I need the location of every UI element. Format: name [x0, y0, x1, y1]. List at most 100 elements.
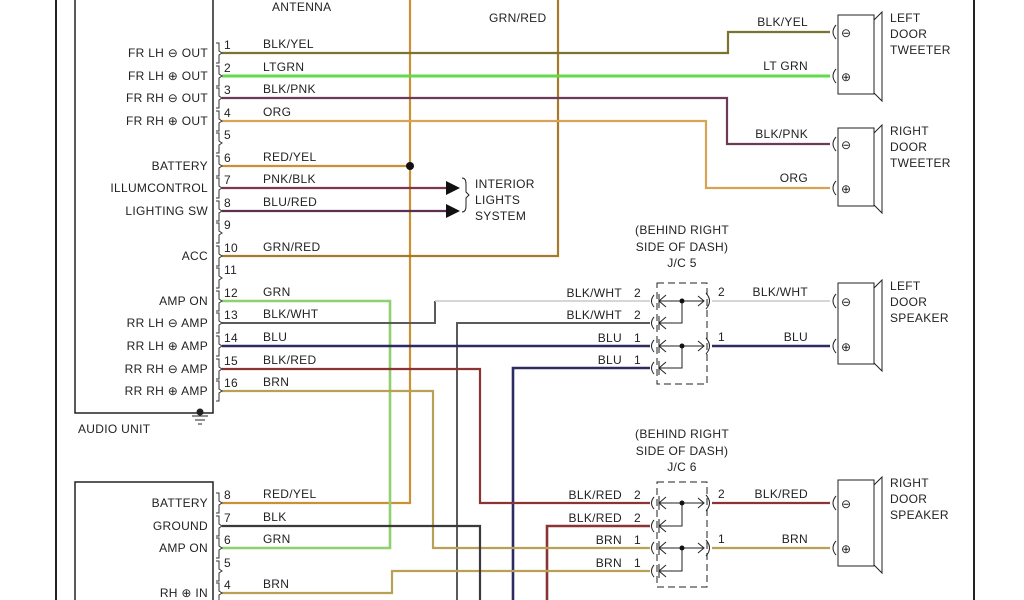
junction-label: J/C 5	[667, 256, 697, 270]
wire-blk-ground	[222, 524, 482, 600]
connector-bracket-icon	[216, 290, 223, 312]
wire-blk-pnk	[222, 96, 830, 146]
wire-grn-amp-on	[222, 299, 392, 550]
pin-wire-color: ORG	[263, 105, 291, 119]
speaker-plus-wire: ORG	[780, 171, 808, 185]
speaker-body	[837, 479, 875, 567]
pin-wire-color: BLK/WHT	[263, 307, 319, 321]
pin-number: 3	[224, 83, 231, 97]
pin-wire-color: RED/YEL	[263, 487, 316, 501]
junction-right-wire: BLU	[784, 330, 808, 344]
plus-terminal-icon: ⊕	[841, 182, 851, 196]
junction-right-wire: BLK/WHT	[753, 285, 809, 299]
pin-wire-color: PNK/BLK	[263, 172, 316, 186]
splice-dot	[679, 298, 685, 304]
pin-number: 1	[224, 38, 231, 52]
pin-function: BATTERY	[152, 496, 208, 510]
wire-org	[222, 119, 830, 190]
junction-label: J/C 6	[667, 460, 697, 474]
arrow-icon	[446, 204, 460, 218]
connector-bracket-icon	[216, 200, 223, 222]
speaker-body	[837, 14, 875, 95]
speaker-minus-wire: BLK/PNK	[755, 127, 808, 141]
junction-right-pin: 1	[718, 330, 725, 344]
speaker-body	[837, 127, 875, 207]
junction-box	[656, 282, 708, 385]
connector-bracket-icon	[216, 222, 223, 244]
junction-left-pin: 1	[634, 533, 641, 547]
pin-wire-color: LTGRN	[263, 60, 304, 74]
pin-wire-color: BLK/RED	[263, 353, 316, 367]
connector-bracket-icon	[216, 312, 223, 334]
pin-number: 11	[224, 263, 237, 277]
speaker-label: LEFT	[890, 11, 921, 25]
arrow-icon	[446, 181, 460, 195]
junction-left-pin: 2	[634, 511, 641, 525]
wire-blk-wht-13	[222, 301, 436, 324]
speaker-label: DOOR	[890, 295, 927, 309]
speaker-cone-icon	[873, 278, 883, 373]
minus-terminal-icon: ⊖	[841, 26, 851, 40]
connector-bracket-icon	[216, 560, 223, 582]
audio-unit-box	[74, 0, 214, 414]
interior-lights-label: INTERIOR	[475, 177, 535, 191]
junction-label: SIDE OF DASH)	[636, 240, 729, 254]
junction-label: (BEHIND RIGHT	[635, 223, 729, 237]
speaker-minus-wire: BLK/YEL	[757, 15, 808, 29]
wires	[222, 0, 830, 600]
speaker-label: DOOR	[890, 140, 927, 154]
minus-terminal-icon: ⊖	[841, 138, 851, 152]
splice-dot	[406, 162, 414, 170]
junction-left-wire: BLK/RED	[569, 511, 622, 525]
junction-left-wire: BLK/WHT	[567, 286, 623, 300]
junction-bus	[659, 292, 710, 324]
pin-number: 12	[224, 286, 238, 300]
pin-function: AMP ON	[159, 541, 208, 555]
speaker-terminal-icon	[832, 136, 837, 152]
speaker-plus-wire: LT GRN	[763, 59, 808, 73]
units: AUDIO UNIT ANTENNA GRN/RED	[74, 0, 546, 600]
wire-blk-red-15	[222, 367, 650, 505]
pin-function: FR RH ⊖ OUT	[126, 91, 208, 105]
pin-number: 7	[224, 173, 231, 187]
junction-label: (BEHIND RIGHT	[635, 427, 729, 441]
splice-dot	[679, 343, 685, 349]
pin-wire-color: GRN	[263, 532, 291, 546]
connector-bracket-icon	[216, 87, 223, 109]
connector-bracket-icon	[216, 515, 223, 537]
speaker-terminal-icon	[832, 293, 837, 309]
speaker-label: TWEETER	[890, 156, 951, 170]
pin-function: RR LH ⊖ AMP	[127, 316, 208, 330]
interior-lights-label: SYSTEM	[475, 209, 526, 223]
connector-bracket-icon	[216, 335, 223, 357]
speaker-terminal-icon	[832, 540, 837, 556]
junction-left-pin: 2	[634, 488, 641, 502]
pin-number: 5	[224, 128, 231, 142]
connector-bracket-icon	[216, 582, 223, 600]
plus-terminal-icon: ⊕	[841, 70, 851, 84]
pin-function: LIGHTING SW	[125, 204, 208, 218]
connector-bracket-icon	[216, 155, 223, 177]
junction-bus	[659, 494, 710, 527]
connector-bracket-icon	[216, 177, 223, 199]
speaker-label: SPEAKER	[890, 508, 949, 522]
pin-function: GROUND	[153, 519, 208, 533]
pin-wire-color: BLU/RED	[263, 195, 317, 209]
junction-right-wire: BRN	[782, 532, 808, 546]
junction-left-wire: BRN	[596, 533, 622, 547]
pin-function: RR RH ⊕ AMP	[125, 384, 208, 398]
junction-bus	[659, 539, 710, 572]
junction-left-pin: 2	[634, 308, 641, 322]
plus-terminal-icon: ⊕	[841, 340, 851, 354]
speaker-terminal-icon	[832, 68, 837, 84]
pin-number: 4	[224, 578, 231, 592]
minus-terminal-icon: ⊖	[841, 497, 851, 511]
wire-grn-red	[222, 0, 560, 258]
pin-number: 6	[224, 151, 231, 165]
speaker-label: SPEAKER	[890, 311, 949, 325]
pin-number: 16	[224, 376, 238, 390]
connector-bracket-icon	[216, 245, 223, 267]
connector-bracket-icon	[216, 380, 223, 402]
junction-box	[656, 481, 708, 588]
